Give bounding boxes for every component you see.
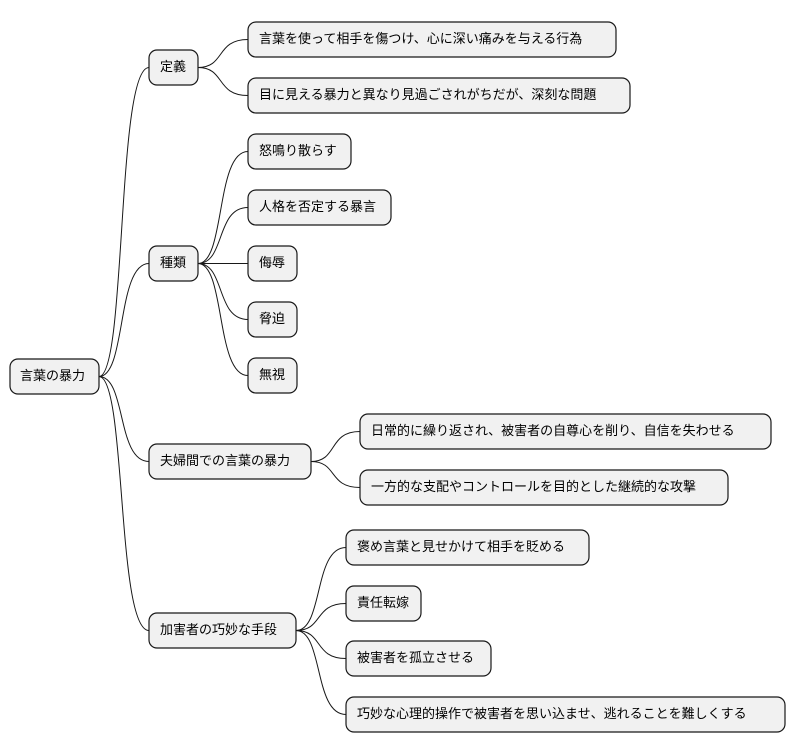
branch-node-definition-box	[148, 49, 199, 86]
root-to-branch-edge	[98, 376, 150, 462]
branch-node-marital-box	[148, 443, 312, 480]
branch-node-definition-label: 定義	[160, 59, 186, 75]
leaf-node: 人格を否定する暴言	[247, 189, 392, 226]
leaf-node: 言葉を使って相手を傷つけ、心に深い痛みを与える行為	[247, 21, 617, 58]
leaf-node-box	[247, 301, 298, 338]
leaf-node-box	[359, 469, 729, 506]
branch-to-leaf-edge	[197, 67, 249, 96]
leaf-node: 褒め言葉と見せかけて相手を貶める	[345, 529, 590, 566]
leaf-node-box	[345, 585, 422, 622]
leaf-node: 脅迫	[247, 301, 298, 338]
leaf-node: 侮辱	[247, 245, 298, 282]
leaf-node: 巧妙な心理的操作で被害者を思い込ませ、逃れることを難しくする	[345, 696, 786, 733]
branch-to-leaf-edge	[197, 39, 249, 68]
leaf-node-box	[247, 357, 298, 394]
leaf-node-label: 被害者を孤立させる	[357, 650, 474, 666]
branch-to-leaf-edge	[197, 263, 249, 320]
branch-to-leaf-edge	[295, 630, 347, 659]
root-node-label: 言葉の暴力	[20, 369, 85, 384]
branch-to-leaf-edge	[310, 431, 361, 462]
leaf-node-label: 巧妙な心理的操作で被害者を思い込ませ、逃れることを難しくする	[357, 706, 747, 722]
leaf-node-label: 脅迫	[259, 312, 285, 327]
leaf-node-box	[345, 640, 492, 677]
leaf-node-label: 言葉を使って相手を傷つけ、心に深い痛みを与える行為	[259, 31, 582, 47]
leaf-node-label: 目に見える暴力と異なり見過ごされがちだが、深刻な問題	[259, 87, 596, 103]
leaf-node-label: 一方的な支配やコントロールを目的とした継続的な攻撃	[371, 479, 696, 495]
branch-to-leaf-edge	[295, 630, 347, 715]
leaf-node: 目に見える暴力と異なり見過ごされがちだが、深刻な問題	[247, 77, 631, 114]
leaf-node-label: 責任転嫁	[357, 596, 409, 611]
root-node-box	[9, 358, 100, 395]
leaf-node-box	[247, 245, 298, 282]
branch-node-types-label: 種類	[160, 255, 186, 271]
leaf-node: 一方的な支配やコントロールを目的とした継続的な攻撃	[359, 469, 729, 506]
branch-to-leaf-edge	[197, 151, 249, 264]
leaf-node-box	[359, 413, 772, 450]
leaf-node-label: 無視	[259, 368, 285, 383]
leaf-node-label: 褒め言葉と見せかけて相手を貶める	[357, 540, 565, 555]
leaf-node: 被害者を孤立させる	[345, 640, 492, 677]
branch-node-tactics-label: 加害者の巧妙な手段	[160, 622, 277, 638]
leaf-node: 怒鳴り散らす	[247, 133, 352, 170]
leaf-node: 責任転嫁	[345, 585, 422, 622]
branch-node-tactics: 加害者の巧妙な手段	[148, 612, 297, 649]
leaf-node-box	[247, 133, 352, 170]
branch-to-leaf-edge	[295, 547, 347, 631]
leaf-node-box	[247, 189, 392, 226]
branch-to-leaf-edge	[197, 207, 249, 264]
root-to-branch-edge	[98, 67, 150, 377]
leaf-node: 無視	[247, 357, 298, 394]
leaf-node-box	[345, 696, 786, 733]
leaf-node-box	[345, 529, 590, 566]
leaf-node-label: 侮辱	[259, 256, 285, 271]
branch-to-leaf-edge	[310, 461, 361, 488]
root-to-branch-edge	[98, 263, 150, 377]
leaf-node-label: 人格を否定する暴言	[259, 199, 376, 215]
leaf-node-box	[247, 77, 631, 114]
leaf-node-label: 怒鳴り散らす	[259, 144, 337, 159]
leaf-node: 日常的に繰り返され、被害者の自尊心を削り、自信を失わせる	[359, 413, 772, 450]
leaf-node-box	[247, 21, 617, 58]
root-to-branch-edge	[98, 376, 150, 631]
branch-node-types-box	[148, 245, 199, 282]
branch-node-marital: 夫婦間での言葉の暴力	[148, 443, 312, 480]
branch-node-tactics-box	[148, 612, 297, 649]
branch-to-leaf-edge	[295, 603, 347, 631]
leaf-node-label: 日常的に繰り返され、被害者の自尊心を削り、自信を失わせる	[371, 423, 735, 439]
branch-node-definition: 定義	[148, 49, 199, 86]
branch-node-marital-label: 夫婦間での言葉の暴力	[160, 453, 290, 469]
branch-node-types: 種類	[148, 245, 199, 282]
root-node: 言葉の暴力	[9, 358, 100, 395]
mindmap-edges	[98, 39, 361, 715]
branch-to-leaf-edge	[197, 263, 249, 376]
